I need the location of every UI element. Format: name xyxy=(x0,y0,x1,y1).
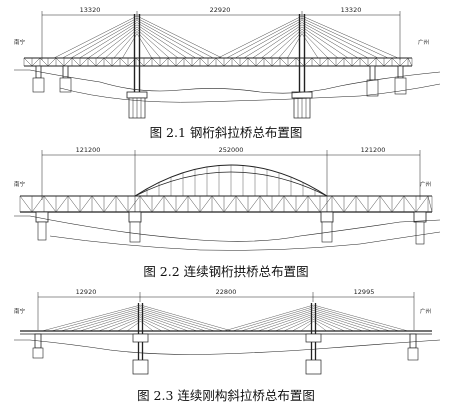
fig2-arch xyxy=(134,164,328,197)
fig2-right-label: 广州 xyxy=(420,180,431,188)
fig3-ground-line xyxy=(14,339,441,355)
fig1-span-main: 22920 xyxy=(210,6,231,14)
fig3-deck xyxy=(20,330,432,335)
fig2-truss-girder xyxy=(19,195,433,213)
fig1-tower-right xyxy=(291,14,313,119)
fig2-ground-line xyxy=(14,215,441,242)
fig2-left-label: 南宁 xyxy=(14,180,26,188)
fig2-piers xyxy=(35,211,427,245)
fig3-caption: 图 2.3 连续刚构斜拉桥总布置图 xyxy=(137,388,315,403)
fig1-span-left: 13320 xyxy=(80,6,101,14)
fig3-span-left: 12920 xyxy=(76,288,97,296)
fig3-span-main: 22800 xyxy=(216,288,237,296)
fig3-dimension-line xyxy=(37,292,415,330)
figure-2-1: 13320 22920 13320 南宁 广州 xyxy=(14,6,441,140)
fig1-dimension-line xyxy=(41,11,401,60)
fig2-riverbed-line xyxy=(49,231,441,251)
fig1-span-right: 13320 xyxy=(341,6,362,14)
fig1-truss-girder xyxy=(23,57,413,67)
fig1-riverbed-line xyxy=(59,83,441,103)
fig3-tower-left xyxy=(132,303,149,375)
fig1-side-piers xyxy=(32,65,407,97)
figure-2-2: 121200 252000 121200 南宁 广州 xyxy=(14,146,441,279)
fig1-left-label: 南宁 xyxy=(14,38,26,46)
fig1-caption: 图 2.1 钢桁斜拉桥总布置图 xyxy=(150,125,303,140)
fig1-tower-left xyxy=(126,14,148,119)
fig3-span-right: 12995 xyxy=(354,288,375,296)
fig3-stay-cables xyxy=(41,304,409,332)
figure-2-3: 12920 22800 12995 南宁 广州 图 xyxy=(14,288,441,403)
fig1-right-label: 广州 xyxy=(418,38,429,46)
fig2-dimension-line xyxy=(41,150,421,220)
fig2-span-right: 121200 xyxy=(361,146,386,154)
fig3-right-label: 广州 xyxy=(420,307,431,315)
fig2-span-main: 252000 xyxy=(219,146,244,154)
fig2-caption: 图 2.2 连续钢桁拱桥总布置图 xyxy=(143,264,308,279)
fig3-left-label: 南宁 xyxy=(14,307,26,315)
fig2-span-left: 121200 xyxy=(76,146,101,154)
fig1-stay-cables xyxy=(53,15,399,59)
fig1-ground-line xyxy=(14,69,441,94)
fig3-tower-right xyxy=(305,303,322,375)
